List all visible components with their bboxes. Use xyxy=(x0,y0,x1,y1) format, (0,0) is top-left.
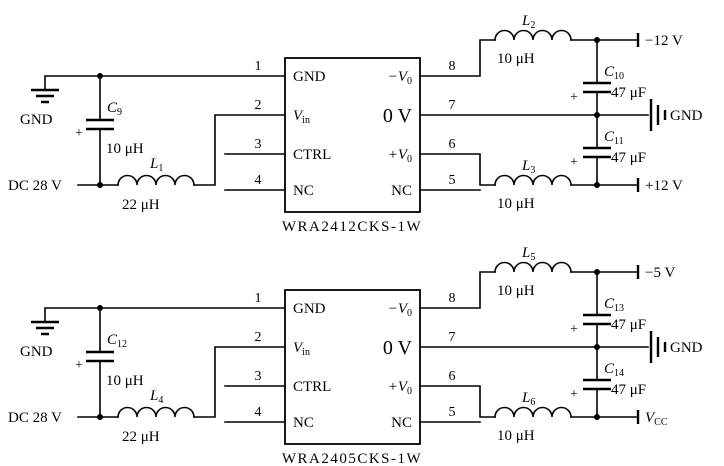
c1-junction-dot xyxy=(97,73,103,79)
c2-junction-dot xyxy=(97,305,103,311)
c1-ind-bot-value: 10 μH xyxy=(497,196,535,212)
c2-cap2-polarity: + xyxy=(570,387,578,402)
c1-ic-zero-v-label: 0 V xyxy=(383,105,413,127)
c1-junction-dot xyxy=(97,182,103,188)
c2-cap1-value: 47 μF xyxy=(611,317,646,333)
c2-cap-plates-grounds-terminals xyxy=(31,265,667,424)
c2-ic-vpos-label: +V0 xyxy=(388,379,412,397)
c2-pin7-number: 7 xyxy=(449,330,456,345)
c2-ind-name: L4 xyxy=(149,388,163,406)
c2-pin2-number: 2 xyxy=(255,330,262,345)
c1-output-gnd-label: GND xyxy=(670,108,703,124)
c2-cap-polarity: + xyxy=(75,358,83,373)
c2-terminal-top-label: −5 V xyxy=(645,265,675,281)
c2-pin5-number: 5 xyxy=(449,405,456,420)
c2-inductor-L6 xyxy=(494,406,572,418)
c2-inductor-L4 xyxy=(117,406,195,418)
c2-pin6-number: 6 xyxy=(449,369,456,384)
c1-terminal-bot-label: +12 V xyxy=(645,178,683,194)
c2-ic-nc-right-label: NC xyxy=(391,415,412,431)
c1-ic-ctrl-label: CTRL xyxy=(293,147,331,163)
c2-junction-dot xyxy=(594,414,600,420)
c1-pin4-number: 4 xyxy=(255,173,262,188)
c2-ind-value: 22 μH xyxy=(122,429,160,445)
circuit-2: 1 2 3 4 8 7 6 5 GND Vin CTRL NC −V0 0 V … xyxy=(8,245,703,466)
c1-pin2-number: 2 xyxy=(255,98,262,113)
c1-cap2-polarity: + xyxy=(570,155,578,170)
c1-junction-dot xyxy=(594,37,600,43)
c1-ic-box xyxy=(284,57,421,213)
c2-ic-nc-left-label: NC xyxy=(293,415,314,431)
c1-ind-name: L1 xyxy=(149,156,163,174)
c1-pin3-number: 3 xyxy=(255,137,262,152)
c1-ic-vpos-label: +V0 xyxy=(388,147,412,165)
c2-ind-top-name: L5 xyxy=(521,245,535,263)
c1-ind-top-name: L2 xyxy=(521,13,535,31)
c1-terminal-top-label: −12 V xyxy=(645,33,683,49)
c2-ind-top-value: 10 μH xyxy=(497,283,535,299)
c2-inductor-L5 xyxy=(494,261,572,273)
c2-ic-vneg-label: −V0 xyxy=(388,301,412,319)
c1-ind-bot-name: L3 xyxy=(521,158,535,176)
c1-cap1-value: 47 μF xyxy=(611,85,646,101)
c1-cap2-name: C11 xyxy=(604,129,624,147)
c1-junction-dot xyxy=(594,182,600,188)
c2-junction-dot xyxy=(594,344,600,350)
c1-junction-dot xyxy=(594,112,600,118)
c1-cap-value: 10 μH xyxy=(106,141,144,157)
c2-input-gnd-label: GND xyxy=(20,344,53,360)
c1-inductor-L2 xyxy=(494,29,572,41)
c1-pin1-number: 1 xyxy=(255,59,262,74)
c1-inductor-L1 xyxy=(117,174,195,186)
c1-cap-plates-grounds-terminals xyxy=(31,33,667,192)
c1-cap1-polarity: + xyxy=(570,90,578,105)
c2-module-label: WRA2405CKS-1W xyxy=(282,451,422,466)
circuit-1: 1 2 3 4 8 7 6 5 GND Vin CTRL NC −V0 0 V … xyxy=(8,13,703,235)
c2-cap1-polarity: + xyxy=(570,322,578,337)
c2-pin8-number: 8 xyxy=(449,291,456,306)
c2-ic-ctrl-label: CTRL xyxy=(293,379,331,395)
c1-module-label: WRA2412CKS-1W xyxy=(282,219,422,235)
c2-terminal-bot-label: VCC xyxy=(645,410,668,428)
c2-ind-bot-value: 10 μH xyxy=(497,428,535,444)
c1-pin7-number: 7 xyxy=(449,98,456,113)
c1-source-label: DC 28 V xyxy=(8,178,62,194)
c1-cap1-name: C10 xyxy=(604,64,624,82)
c1-ind-top-value: 10 μH xyxy=(497,51,535,67)
c2-cap-name: C12 xyxy=(107,332,127,350)
c1-cap2-value: 47 μF xyxy=(611,150,646,166)
c1-input-gnd-label: GND xyxy=(20,112,53,128)
c2-source-label: DC 28 V xyxy=(8,410,62,426)
c1-ic-vin-label: Vin xyxy=(293,108,310,126)
c2-pin4-number: 4 xyxy=(255,405,262,420)
c2-cap2-name: C14 xyxy=(604,361,624,379)
c1-pin5-number: 5 xyxy=(449,173,456,188)
c2-ic-gnd-label: GND xyxy=(293,301,326,317)
c1-pin6-number: 6 xyxy=(449,137,456,152)
c1-ind-value: 22 μH xyxy=(122,197,160,213)
c2-ind-bot-name: L6 xyxy=(521,390,535,408)
c1-ic-vneg-label: −V0 xyxy=(388,69,412,87)
c1-ic-nc-left-label: NC xyxy=(293,183,314,199)
c1-cap-polarity: + xyxy=(75,126,83,141)
c2-output-gnd-label: GND xyxy=(670,340,703,356)
c1-ic-nc-right-label: NC xyxy=(391,183,412,199)
c2-junction-dot xyxy=(97,414,103,420)
c1-ic-gnd-label: GND xyxy=(293,69,326,85)
c2-cap2-value: 47 μF xyxy=(611,382,646,398)
c2-cap1-name: C13 xyxy=(604,296,624,314)
c2-cap-value: 10 μH xyxy=(106,373,144,389)
c1-cap-name: C9 xyxy=(107,100,122,118)
c2-ic-zero-v-label: 0 V xyxy=(383,337,413,359)
c2-ic-box xyxy=(284,289,421,445)
c2-pin3-number: 3 xyxy=(255,369,262,384)
c1-pin8-number: 8 xyxy=(449,59,456,74)
c2-junction-dot xyxy=(594,269,600,275)
c2-ic-vin-label: Vin xyxy=(293,340,310,358)
c2-pin1-number: 1 xyxy=(255,291,262,306)
c1-inductor-L3 xyxy=(494,174,572,186)
